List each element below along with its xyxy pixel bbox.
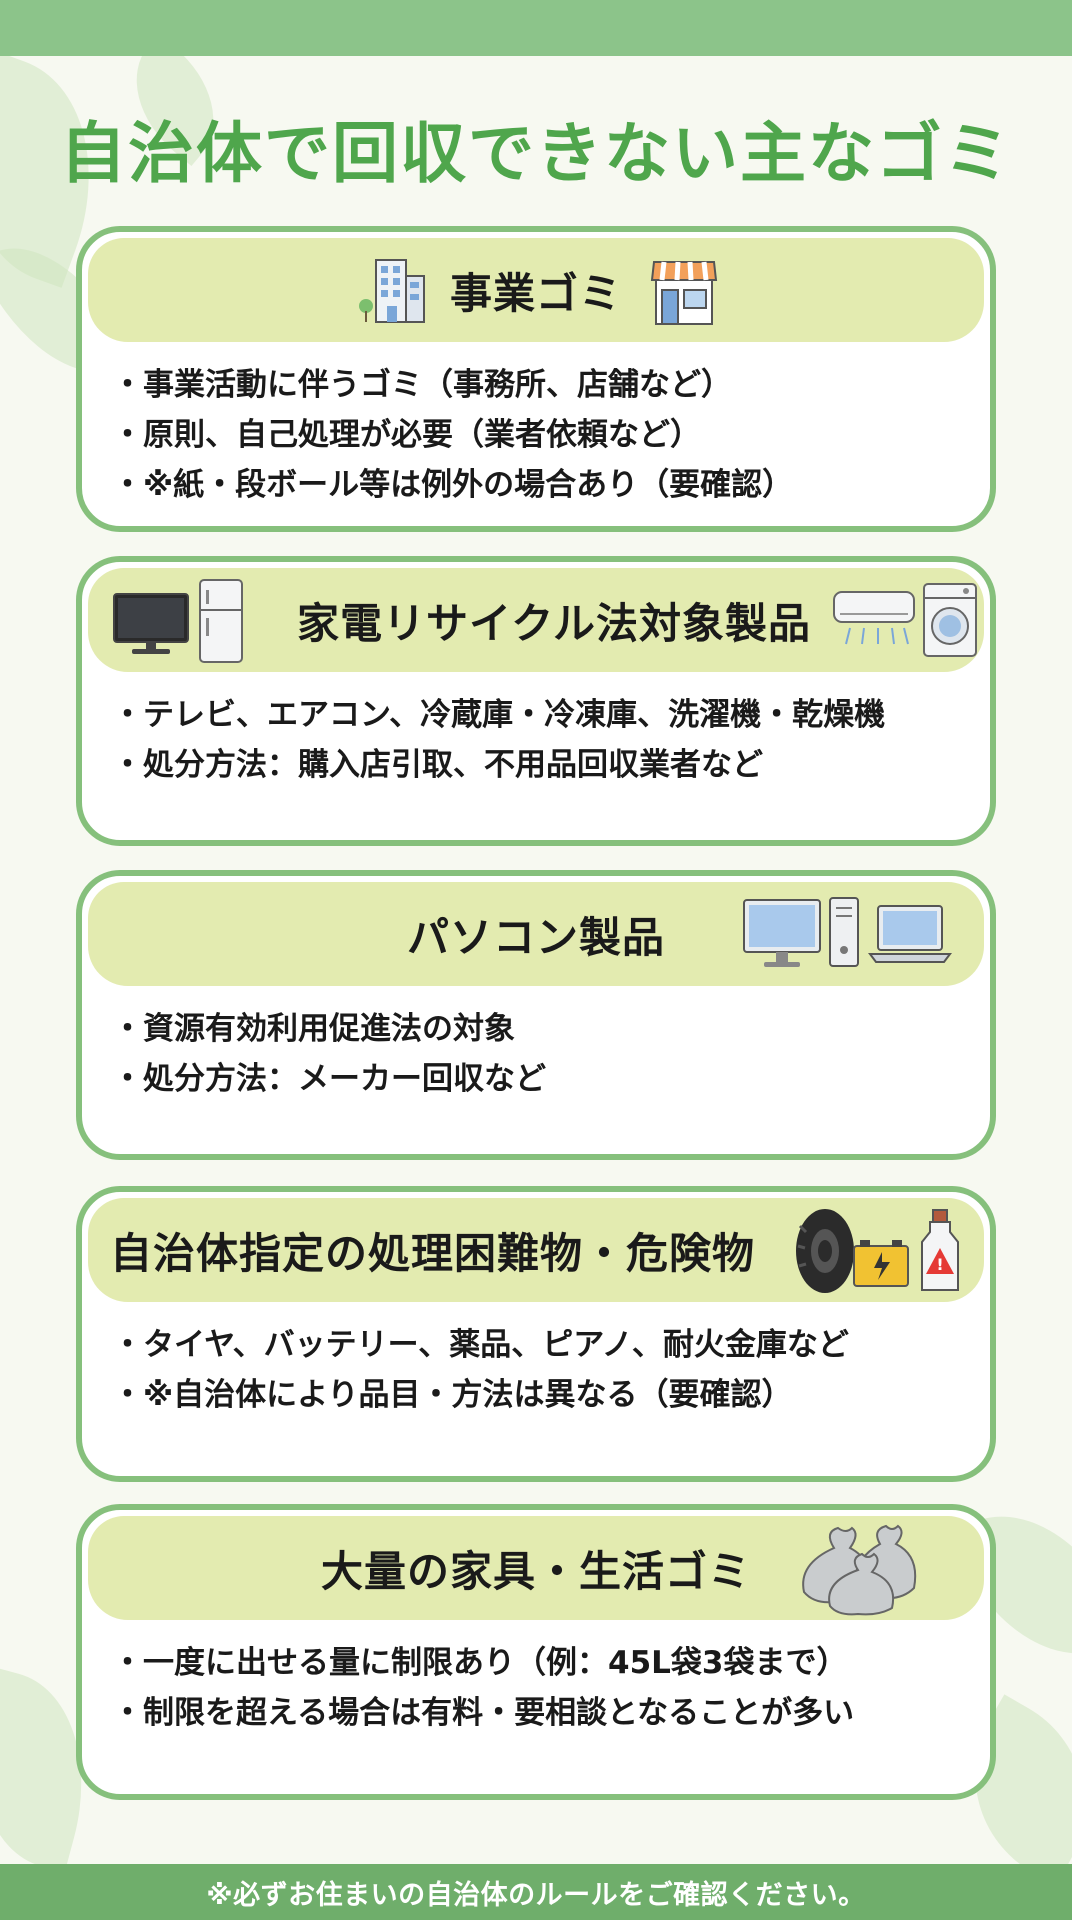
garbage-bags-icon	[794, 1520, 934, 1616]
card-header: パソコン製品	[88, 882, 984, 986]
footer-bar: ※必ずお住まいの自治体のルールをご確認ください。	[0, 1864, 1072, 1920]
washing-machine-icon	[922, 582, 978, 658]
card-heading: 事業ゴミ	[449, 268, 622, 318]
air-conditioner-icon	[832, 588, 916, 648]
shop-icon	[650, 254, 718, 326]
svg-text:!: !	[936, 1255, 943, 1274]
card-header: 事業ゴミ	[88, 238, 984, 342]
card-body: 事業活動に伴うゴミ（事務所、店舗など） 原則、自己処理が必要（業者依頼など） ※…	[82, 342, 990, 510]
card-header: 大量の家具・生活ゴミ	[88, 1516, 984, 1620]
list-item: タイヤ、バッテリー、薬品、ピアノ、耐火金庫など	[138, 1320, 990, 1370]
card-heading: パソコン製品	[406, 912, 665, 962]
card-header: 自治体指定の処理困難物・危険物 !	[88, 1198, 984, 1302]
card-body: タイヤ、バッテリー、薬品、ピアノ、耐火金庫など ※自治体により品目・方法は異なる…	[82, 1302, 990, 1420]
footer-note: ※必ずお住まいの自治体のルールをご確認ください。	[206, 1879, 866, 1911]
card-pc-products: パソコン製品 資源有効利用促進法の対象 処分方法	[76, 870, 996, 1160]
list-item: ※自治体により品目・方法は異なる（要確認）	[138, 1370, 990, 1420]
card-heading: 自治体指定の処理困難物・危険物	[110, 1228, 756, 1278]
list-item: 処分方法：購入店引取、不用品回収業者など	[138, 740, 990, 790]
card-heading: 家電リサイクル法対象製品	[297, 598, 811, 648]
card-body: テレビ、エアコン、冷蔵庫・冷凍庫、洗濯機・乾燥機 処分方法：購入店引取、不用品回…	[82, 672, 990, 790]
desktop-monitor-icon	[742, 898, 822, 970]
list-item: 原則、自己処理が必要（業者依頼など）	[138, 410, 990, 460]
tire-icon	[794, 1206, 856, 1296]
list-item: 制限を超える場合は有料・要相談となることが多い	[138, 1688, 990, 1738]
list-item: 事業活動に伴うゴミ（事務所、店舗など）	[138, 360, 990, 410]
card-business-waste: 事業ゴミ 事業活動に伴うゴミ（事務所、店舗など） 原則、自己処理が必要（業者依頼…	[76, 226, 996, 532]
card-hazardous-items: 自治体指定の処理困難物・危険物 ! タイ	[76, 1186, 996, 1482]
refrigerator-icon	[198, 578, 244, 664]
card-body: 資源有効利用促進法の対象 処分方法：メーカー回収など	[82, 986, 990, 1104]
list-item: 資源有効利用促進法の対象	[138, 1004, 990, 1054]
list-item: 処分方法：メーカー回収など	[138, 1054, 990, 1104]
page-title: 自治体で回収できない主なゴミ	[60, 115, 1012, 192]
top-bar	[0, 0, 1072, 56]
pc-tower-icon	[828, 896, 860, 968]
card-bulk-household-waste: 大量の家具・生活ゴミ 一度に出せる量に制限あり（例：45L袋3袋まで） 制限を超…	[76, 1504, 996, 1800]
card-heading: 大量の家具・生活ゴミ	[320, 1546, 751, 1596]
card-appliance-recycling: 家電リサイクル法対象製品	[76, 556, 996, 846]
office-building-icon	[358, 256, 434, 324]
chemical-bottle-icon: !	[920, 1208, 960, 1292]
list-item: 一度に出せる量に制限あり（例：45L袋3袋まで）	[138, 1638, 990, 1688]
battery-icon	[852, 1238, 910, 1288]
card-header: 家電リサイクル法対象製品	[88, 568, 984, 672]
list-item: ※紙・段ボール等は例外の場合あり（要確認）	[138, 460, 990, 510]
list-item: テレビ、エアコン、冷蔵庫・冷凍庫、洗濯機・乾燥機	[138, 690, 990, 740]
card-body: 一度に出せる量に制限あり（例：45L袋3袋まで） 制限を超える場合は有料・要相談…	[82, 1620, 990, 1738]
television-icon	[112, 590, 190, 656]
laptop-icon	[868, 904, 952, 966]
